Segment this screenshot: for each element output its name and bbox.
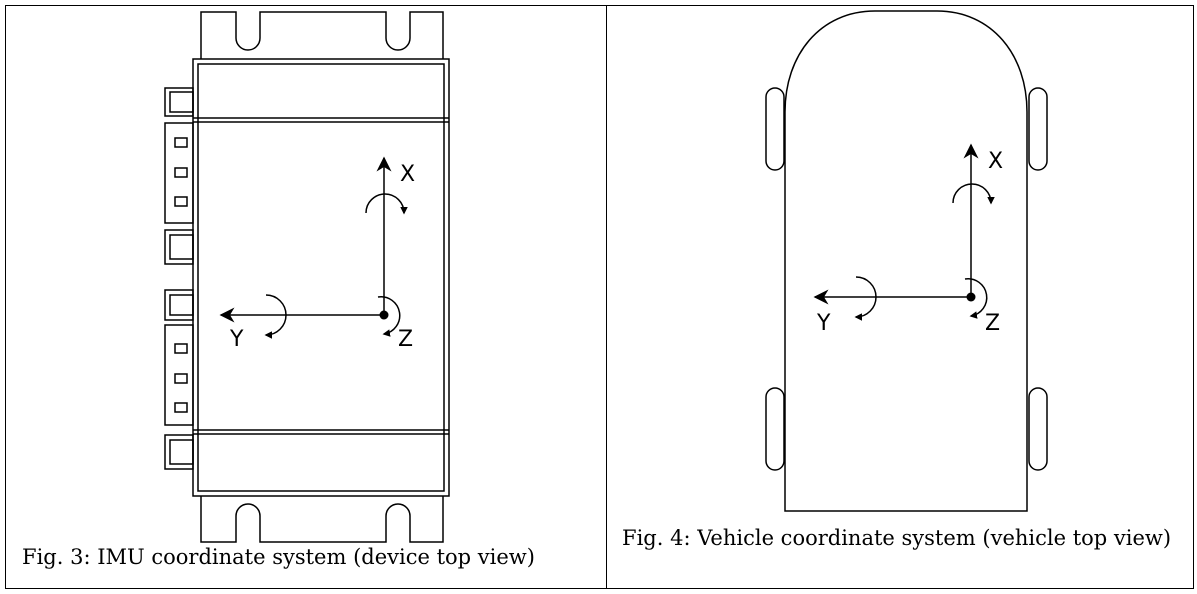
serial-port-lower	[164, 324, 194, 426]
wheel-front-right	[1028, 87, 1048, 171]
side-connector-mid-lower	[164, 289, 194, 321]
imu-body	[192, 58, 450, 497]
vehicle-x-rotation-arc	[952, 183, 995, 205]
imu-y-label: Y	[229, 327, 244, 352]
vehicle-drawing	[765, 10, 1048, 512]
vehicle-z-label: Z	[985, 311, 1000, 336]
imu-x-label: X	[400, 162, 415, 187]
vehicle-figure-panel	[606, 5, 1194, 589]
side-connector-mid-upper	[164, 229, 194, 265]
imu-figure-caption: Fig. 3: IMU coordinate system (device to…	[22, 545, 535, 569]
wheel-front-left	[765, 87, 785, 171]
wheel-rear-right	[1028, 387, 1048, 471]
side-connector-bottom	[164, 434, 194, 470]
serial-port-upper	[164, 122, 194, 224]
vehicle-z-axis-dot	[966, 292, 976, 302]
imu-x-rotation-arc	[365, 193, 408, 215]
vehicle-y-label: Y	[816, 311, 831, 336]
vehicle-coordinate-frame	[813, 143, 995, 321]
side-connector-top	[164, 87, 194, 117]
vehicle-y-rotation-arc	[854, 276, 877, 321]
imu-z-axis-dot	[379, 310, 389, 320]
imu-z-label: Z	[398, 327, 413, 352]
vehicle-x-label: X	[988, 149, 1003, 174]
vehicle-figure-caption: Fig. 4: Vehicle coordinate system (vehic…	[622, 526, 1172, 550]
wheel-rear-left	[765, 387, 785, 471]
bottom-mounting-flange	[200, 496, 444, 543]
imu-coordinate-frame	[219, 156, 408, 339]
imu-z-rotation-arc	[377, 296, 401, 337]
imu-device-drawing	[164, 11, 450, 543]
vehicle-z-rotation-arc	[964, 278, 988, 319]
top-mounting-flange	[200, 11, 444, 59]
vehicle-body-outline	[784, 10, 1028, 512]
imu-y-rotation-arc	[264, 294, 287, 339]
